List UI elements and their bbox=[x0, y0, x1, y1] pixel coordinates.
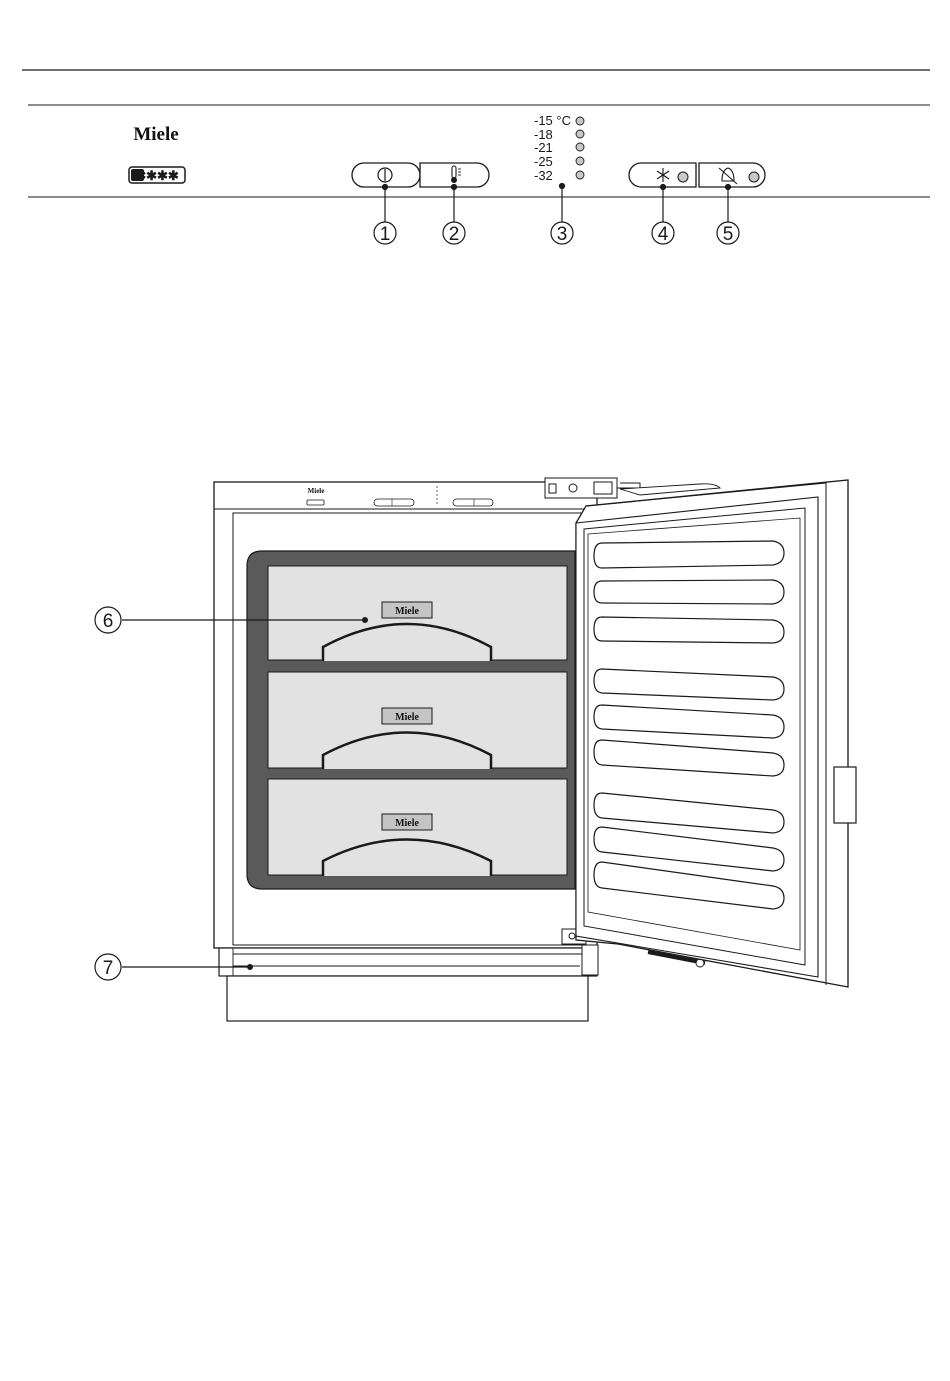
temp-label-3: -21 bbox=[534, 140, 553, 155]
temperature-button[interactable] bbox=[420, 163, 489, 187]
ventilation-grille bbox=[219, 948, 597, 976]
drawer-middle[interactable]: Miele bbox=[268, 672, 567, 769]
brand-logo: Miele bbox=[133, 124, 178, 145]
super-freeze-led bbox=[678, 172, 688, 182]
svg-text:4: 4 bbox=[658, 224, 669, 245]
mini-brand-logo: Miele bbox=[308, 487, 325, 495]
svg-text:3: 3 bbox=[557, 224, 568, 245]
control-panel-diagram: Miele ✱✱✱✱ bbox=[22, 70, 930, 245]
temp-label-1: -15 °C bbox=[534, 113, 571, 128]
plinth bbox=[227, 976, 588, 1021]
temp-led-2 bbox=[576, 130, 584, 138]
callout-4: 4 bbox=[652, 222, 674, 245]
callout-3: 3 bbox=[551, 222, 573, 245]
svg-text:1: 1 bbox=[380, 224, 391, 245]
temp-label-5: -32 bbox=[534, 168, 553, 183]
super-freeze-button[interactable] bbox=[629, 163, 696, 187]
top-hinge bbox=[545, 478, 640, 498]
drawer-logo: Miele bbox=[395, 606, 419, 617]
svg-text:2: 2 bbox=[449, 224, 460, 245]
power-button[interactable] bbox=[352, 163, 420, 187]
drawer-bottom[interactable]: Miele bbox=[268, 779, 567, 876]
temp-label-4: -25 bbox=[534, 154, 553, 169]
alarm-off-led bbox=[749, 172, 759, 182]
temp-led-3 bbox=[576, 143, 584, 151]
svg-text:6: 6 bbox=[103, 611, 114, 632]
door-rails bbox=[594, 541, 784, 909]
star-rating-label: ✱✱✱✱ bbox=[135, 168, 179, 183]
svg-text:7: 7 bbox=[103, 958, 114, 979]
drawer-logo: Miele bbox=[395, 818, 419, 829]
freezer-door[interactable] bbox=[576, 480, 856, 987]
callout-5: 5 bbox=[717, 222, 739, 245]
alarm-off-button[interactable] bbox=[699, 163, 765, 187]
drawer-logo: Miele bbox=[395, 712, 419, 723]
star-rating-badge: ✱✱✱✱ bbox=[129, 167, 185, 183]
door-handle[interactable] bbox=[834, 767, 856, 823]
freezer-diagram: Miele Miele Miele bbox=[95, 478, 856, 1021]
temperature-display: -15 °C -18 -21 -25 -32 bbox=[534, 113, 584, 183]
svg-text:5: 5 bbox=[723, 224, 734, 245]
temp-led-5 bbox=[576, 171, 584, 179]
temp-led-4 bbox=[576, 157, 584, 165]
callout-1: 1 bbox=[374, 222, 396, 245]
panel-leader-lines bbox=[383, 184, 731, 223]
temp-led-1 bbox=[576, 117, 584, 125]
drawer-top[interactable]: Miele bbox=[268, 566, 567, 661]
callout-2: 2 bbox=[443, 222, 465, 245]
